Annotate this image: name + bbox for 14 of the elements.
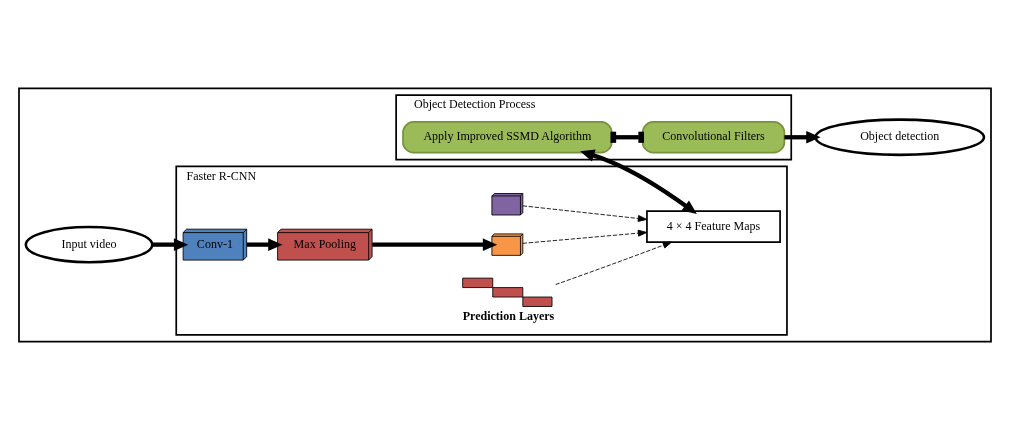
arrow [372, 237, 498, 251]
node-ellipse: Input video [24, 225, 154, 264]
arrow [580, 148, 697, 214]
cluster [18, 86, 992, 343]
arrow [152, 237, 189, 251]
arrow [555, 241, 673, 285]
arrow [522, 204, 648, 222]
arrow [784, 130, 821, 144]
node-label: Prediction Layers [462, 308, 555, 323]
node-box: Apply Improved SSMD Algorithm [402, 120, 613, 154]
node-box: 4 × 4 Feature Maps [646, 209, 781, 243]
arrow [522, 229, 648, 244]
arrow [246, 237, 283, 251]
node-ellipse: Object detection [814, 117, 986, 156]
